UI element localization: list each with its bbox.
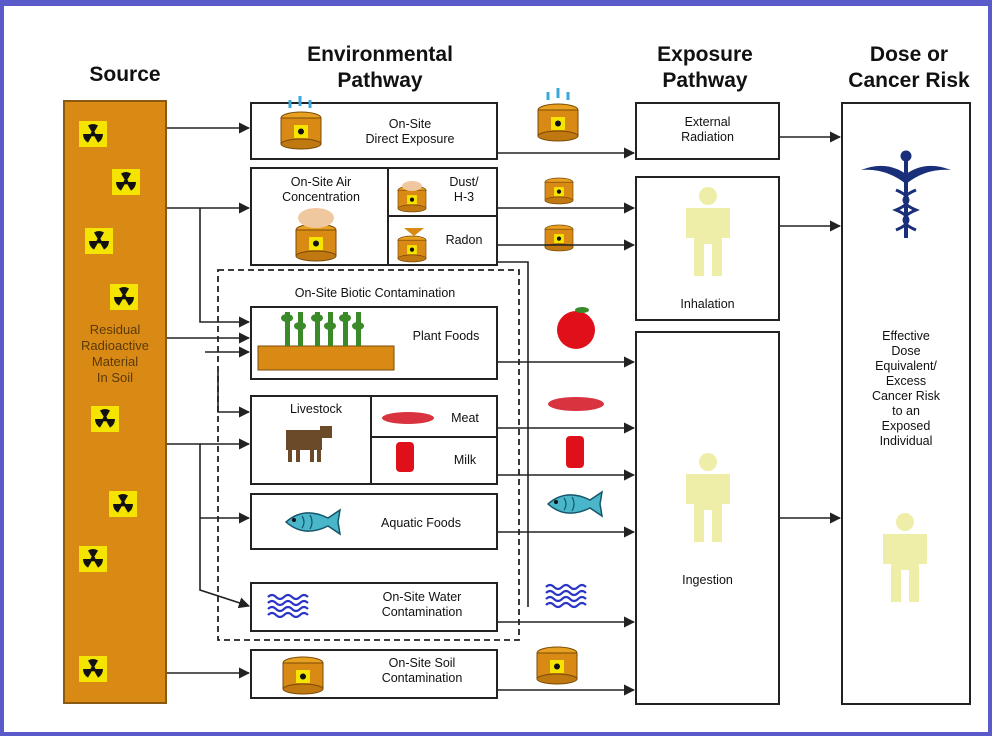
direct-exposure-label: On-Site Direct Exposure [365, 117, 455, 146]
radiation-icon [110, 284, 138, 310]
dust-label: Dust/ H-3 [449, 175, 479, 204]
radiation-icon [85, 228, 113, 254]
drum-icon [537, 103, 579, 142]
milk-icon [396, 442, 414, 472]
plant-foods-label: Plant Foods [412, 329, 480, 343]
radiation-icon [79, 656, 107, 682]
apple-icon [557, 311, 595, 349]
meat-label: Meat [451, 411, 479, 425]
air-concentration-label: On-Site Air Concentration [282, 175, 360, 204]
external-radiation-label: External Radiation [681, 115, 734, 144]
header-exposure-pathway: Exposure Pathway [657, 43, 753, 92]
radiation-icon [91, 406, 119, 432]
gamma-emission-icon [288, 96, 312, 108]
soil-layer [257, 345, 395, 371]
soil-contamination-label: On-Site Soil Contamination [381, 656, 463, 685]
inhalation-label: Inhalation [680, 297, 735, 311]
header-source: Source [89, 63, 161, 86]
drum-icon [536, 646, 578, 685]
drum-icon [282, 656, 324, 695]
biotic-contamination-label: On-Site Biotic Contamination [294, 286, 456, 300]
source-soil-column [63, 100, 167, 704]
aquatic-foods-label: Aquatic Foods [381, 516, 461, 530]
header-environmental-pathway: Environmental Pathway [307, 43, 453, 92]
radiation-icon [79, 546, 107, 572]
fish-icon [547, 491, 603, 517]
external-radiation-box [635, 102, 780, 160]
header-dose-cancer-risk: Dose or Cancer Risk [848, 43, 970, 92]
drum-icon [544, 177, 574, 205]
milk-icon [566, 436, 584, 468]
drum-icon [295, 223, 337, 262]
radon-label: Radon [445, 233, 483, 247]
biotic-contamination-region [217, 269, 520, 641]
drum-icon [397, 235, 427, 263]
drum-icon [544, 224, 574, 252]
radiation-icon [79, 121, 107, 147]
meat-icon [548, 397, 604, 411]
source-label: Residual Radioactive Material In Soil [81, 322, 149, 385]
water-waves-icon [544, 583, 588, 609]
water-contamination-label: On-Site Water Contamination [381, 590, 463, 619]
meat-icon [382, 412, 434, 424]
dose-label: Effective Dose Equivalent/ Excess Cancer… [871, 329, 941, 448]
ingestion-label: Ingestion [682, 573, 733, 587]
milk-label: Milk [453, 453, 477, 467]
plants-icon [281, 312, 364, 346]
caduceus-icon [861, 150, 951, 238]
radiation-icon [109, 491, 137, 517]
water-contamination-box [250, 582, 498, 632]
radiation-icon [112, 169, 140, 195]
dust-cloud-icon [298, 208, 334, 228]
livestock-label: Livestock [289, 402, 343, 416]
drum-icon [280, 111, 322, 150]
cow-icon [286, 426, 332, 462]
ingestion-box [635, 331, 780, 705]
